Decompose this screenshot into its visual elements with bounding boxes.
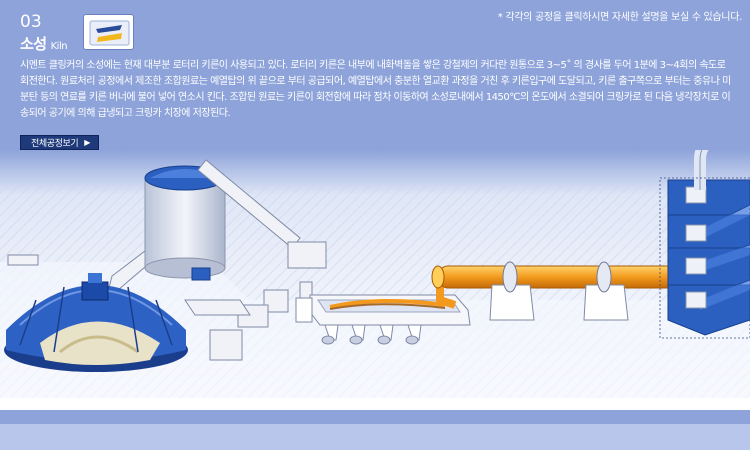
clinker-dome-storage <box>4 273 188 372</box>
step-number: 03 <box>20 12 42 32</box>
bottom-band-light <box>0 424 750 450</box>
raw-material-silo <box>144 165 226 281</box>
kiln-inlet-boxes <box>295 297 313 323</box>
clinker-cooler <box>309 294 471 345</box>
rotary-kiln <box>431 261 689 321</box>
view-all-process-button[interactable]: 전체공정보기 ▶ <box>20 135 99 150</box>
title-subtitle: Kiln <box>50 41 68 52</box>
kiln-icon <box>83 14 134 50</box>
kiln-process-illustration <box>0 150 750 400</box>
view-all-label: 전체공정보기 <box>31 139 79 149</box>
play-arrow-icon: ▶ <box>84 138 91 147</box>
preheater-tower <box>659 150 750 339</box>
bottom-band <box>0 410 750 424</box>
description: 시멘트 클링커의 소성에는 현재 대부분 로터리 키른이 사용되고 있다. 로터… <box>20 60 731 119</box>
title-text: 소성 <box>20 35 47 53</box>
click-notice: * 각각의 공정을 클릭하시면 자세한 설명을 보실 수 있습니다. <box>497 12 743 23</box>
floor-line <box>0 398 750 410</box>
